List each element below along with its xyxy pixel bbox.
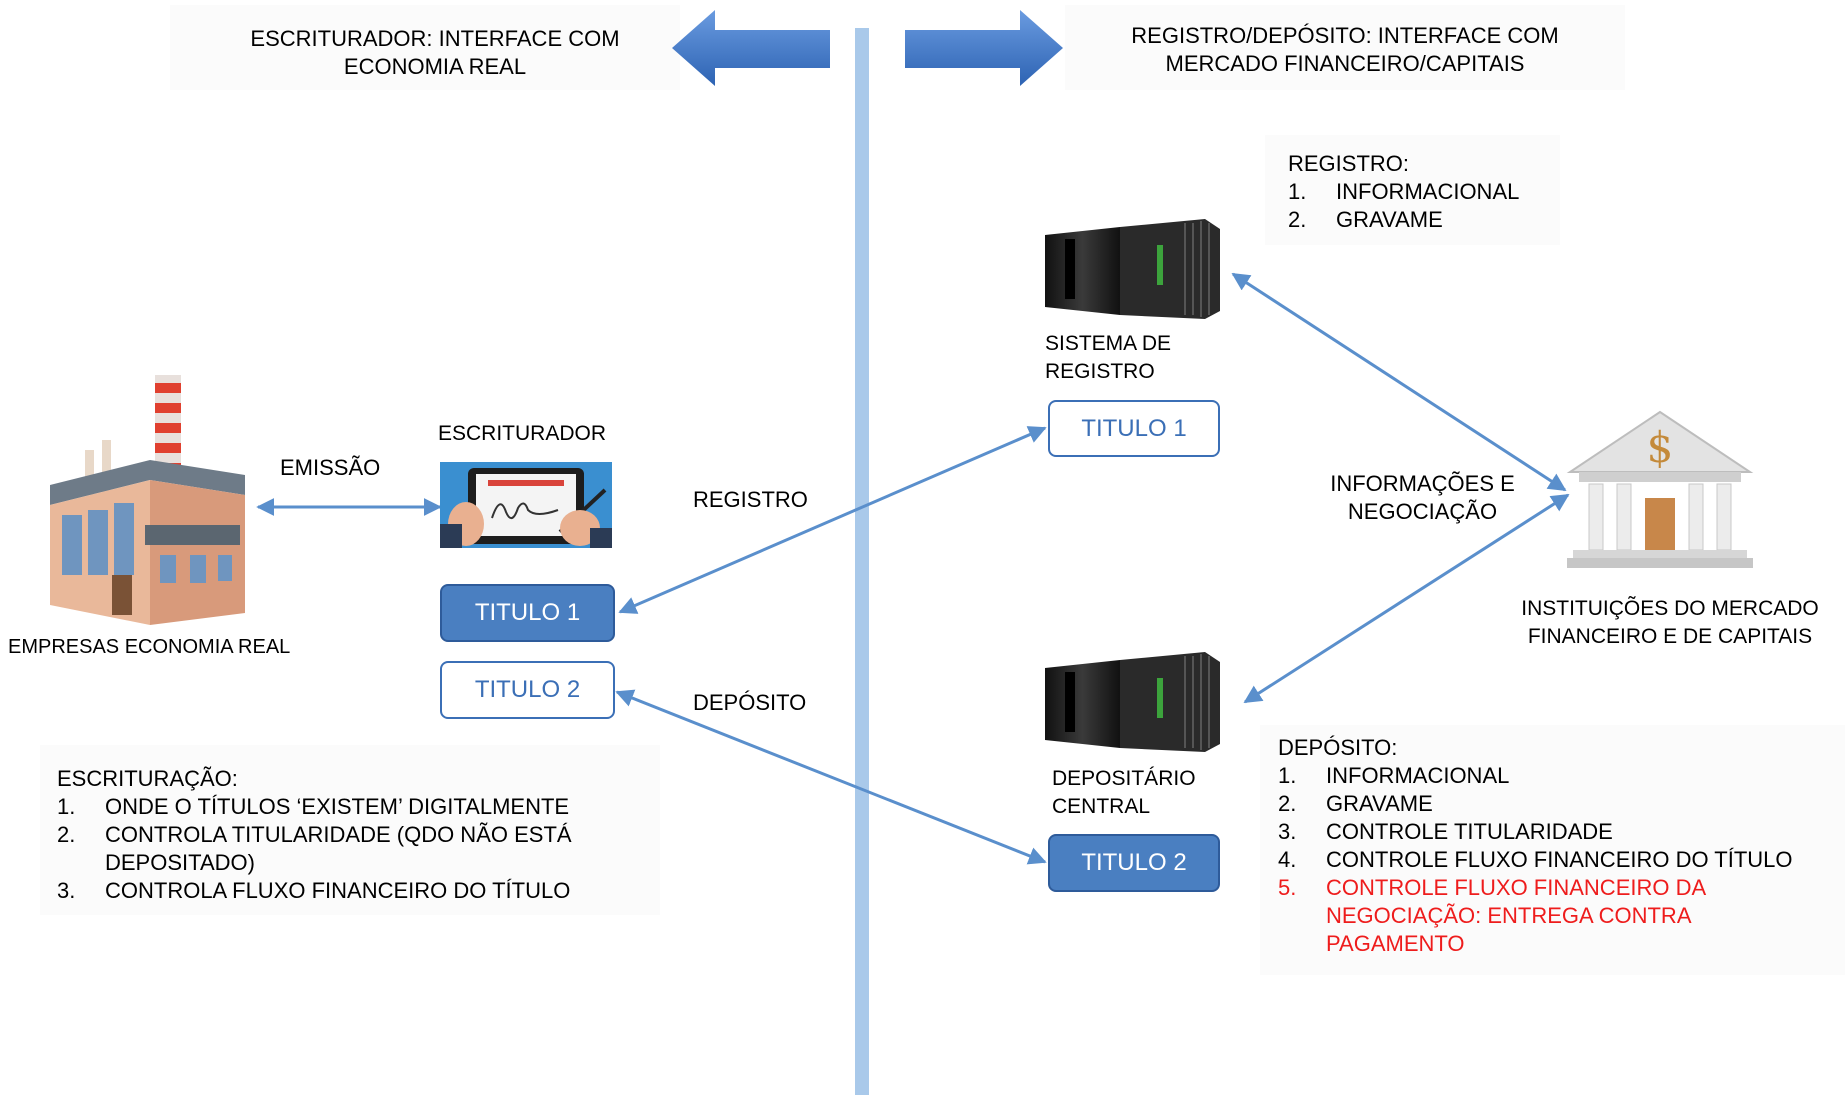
list-item-text: CONTROLE FLUXO FINANCEIRO DO TÍTULO bbox=[1326, 847, 1793, 872]
list-item-text: GRAVAME bbox=[1326, 791, 1433, 816]
list-item-number: 4. bbox=[1278, 847, 1297, 872]
list-item-number: 1. bbox=[1288, 179, 1307, 204]
tablet-signature-icon bbox=[440, 462, 612, 548]
list-item-number: 3. bbox=[57, 878, 76, 903]
info-label-text: INFORMAÇÕES E NEGOCIAÇÃO bbox=[1330, 471, 1515, 524]
svg-text:$: $ bbox=[1647, 423, 1674, 472]
list-item-number: 2. bbox=[1288, 207, 1307, 232]
deposito-bank-arrow bbox=[1243, 493, 1570, 704]
list-item: 2. CONTROLA TITULARIDADE (QDO NÃO ESTÁ DE… bbox=[57, 821, 637, 877]
list-item-text: CONTROLE FLUXO FINANCEIRO DA NEGOCIAÇÃO:… bbox=[1326, 875, 1705, 956]
list-item-text: INFORMACIONAL bbox=[1336, 179, 1520, 204]
list-item-number: 1. bbox=[57, 794, 76, 819]
right-titulo2-text: TITULO 2 bbox=[1081, 849, 1187, 876]
list-item-highlighted: 5. CONTROLE FLUXO FINANCEIRO DA NEGOCIAÇÃ… bbox=[1278, 874, 1838, 958]
registro-label-text: REGISTRO bbox=[693, 487, 808, 512]
factory-icon bbox=[50, 375, 245, 625]
list-item-text: CONTROLE TITULARIDADE bbox=[1326, 819, 1613, 844]
registro-list: 1. INFORMACIONAL 2. GRAVAME bbox=[1288, 178, 1558, 234]
registro-label: REGISTRO bbox=[693, 486, 808, 514]
escrituracao-panel bbox=[40, 745, 660, 915]
depositario-label: DEPOSITÁRIO CENTRAL bbox=[1052, 765, 1196, 821]
deposito-label: DEPÓSITO bbox=[693, 689, 806, 717]
sistema-label-text: SISTEMA DE REGISTRO bbox=[1045, 332, 1172, 383]
header-left-panel bbox=[170, 5, 680, 90]
list-item: 1. INFORMACIONAL bbox=[1288, 178, 1558, 206]
list-item-number: 3. bbox=[1278, 819, 1297, 844]
list-item-text: INFORMACIONAL bbox=[1326, 763, 1510, 788]
list-item: 4. CONTROLE FLUXO FINANCEIRO DO TÍTULO bbox=[1278, 846, 1838, 874]
escrituracao-heading: ESCRITURAÇÃO: bbox=[57, 766, 238, 791]
escrituracao-list: 1.ONDE O TÍTULOS ‘EXISTEM’ DIGITALMENTE … bbox=[57, 793, 637, 905]
list-item-text: CONTROLA FLUXO FINANCEIRO DO TÍTULO bbox=[105, 878, 571, 903]
registro-block: REGISTRO: 1. INFORMACIONAL 2. GRAVAME bbox=[1288, 150, 1558, 234]
left-titulo2-text: TITULO 2 bbox=[474, 676, 581, 703]
deposito-block: DEPÓSITO: 1. INFORMACIONAL 2. GRAVAME 3. CO… bbox=[1278, 734, 1838, 958]
header-right-title-text: REGISTRO/DEPÓSITO: INTERFACE COM MERCADO… bbox=[1131, 23, 1559, 76]
escrituracao-block: ESCRITURAÇÃO: 1. ONDE O TÍTULOS ‘EXISTEM’… bbox=[57, 765, 637, 905]
list-item-text: ONDE O TÍTULOS ‘EXISTEM’ DIGITALMENTE bbox=[105, 794, 570, 819]
left-titulo1-box: TITULO 1 bbox=[440, 584, 615, 642]
deposito-heading: DEPÓSITO: bbox=[1278, 735, 1398, 760]
deposito-list: 1. INFORMACIONAL 2. GRAVAME 3. CONTROLE TIT… bbox=[1278, 762, 1838, 958]
list-item-number: 2. bbox=[57, 822, 76, 847]
registro-arrow bbox=[618, 426, 1047, 614]
list-item-text: CONTROLA TITULARIDADE (QDO NÃO ESTÁ DEPO… bbox=[105, 822, 572, 875]
header-right-title: REGISTRO/DEPÓSITO: INTERFACE COM MERCADO… bbox=[1090, 22, 1600, 78]
list-item: 1. INFORMACIONAL bbox=[1278, 762, 1838, 790]
list-item-text: GRAVAME bbox=[1336, 207, 1443, 232]
header-left-title-text: ESCRITURADOR: INTERFACE COM ECONOMIA REA… bbox=[250, 26, 620, 79]
right-header-arrow-icon bbox=[905, 10, 1063, 86]
escriturador-label: ESCRITURADOR bbox=[438, 420, 606, 448]
deposito-label-text: DEPÓSITO bbox=[693, 690, 807, 715]
registro-bank-arrow bbox=[1231, 272, 1567, 492]
depositario-server-icon bbox=[1045, 652, 1220, 752]
header-left-title: ESCRITURADOR: INTERFACE COM ECONOMIA REA… bbox=[220, 25, 650, 81]
list-item: 3. CONTROLE TITULARIDADE bbox=[1278, 818, 1838, 846]
instituicoes-label: INSTITUIÇÕES DO MERCADO FINANCEIRO E DE … bbox=[1505, 595, 1835, 651]
registro-panel bbox=[1265, 135, 1560, 245]
company-label-text: EMPRESAS ECONOMIA REAL bbox=[8, 636, 291, 658]
list-item: 2. GRAVAME bbox=[1278, 790, 1838, 818]
left-titulo1-text: TITULO 1 bbox=[474, 599, 581, 626]
list-item-number: 5. bbox=[1278, 875, 1297, 900]
deposito-arrow bbox=[615, 689, 1047, 865]
left-header-arrow-icon bbox=[672, 10, 830, 86]
header-right-panel bbox=[1065, 5, 1625, 90]
right-titulo2-box: TITULO 2 bbox=[1048, 834, 1220, 892]
info-label: INFORMAÇÕES E NEGOCIAÇÃO bbox=[1300, 470, 1545, 526]
company-label: EMPRESAS ECONOMIA REAL bbox=[8, 633, 290, 661]
list-item-number: 2. bbox=[1278, 791, 1297, 816]
registro-server-icon bbox=[1045, 219, 1220, 319]
left-titulo2-box: TITULO 2 bbox=[440, 661, 615, 719]
escriturador-label-text: ESCRITURADOR bbox=[438, 422, 607, 445]
list-item-number: 1. bbox=[1278, 763, 1297, 788]
registro-heading: REGISTRO: bbox=[1288, 151, 1410, 176]
sistema-label: SISTEMA DE REGISTRO bbox=[1045, 330, 1175, 386]
list-item: 3. CONTROLA FLUXO FINANCEIRO DO TÍTULO bbox=[57, 877, 637, 905]
list-item: 1. ONDE O TÍTULOS ‘EXISTEM’ DIGITALMENTE bbox=[57, 793, 637, 821]
bank-icon: $ bbox=[1566, 410, 1754, 568]
emissao-label: EMISSÃO bbox=[280, 454, 380, 482]
instituicoes-label-text: INSTITUIÇÕES DO MERCADO FINANCEIRO E DE … bbox=[1521, 597, 1819, 648]
right-titulo1-box: TITULO 1 bbox=[1048, 400, 1220, 457]
deposito-panel bbox=[1260, 725, 1845, 975]
depositario-label-text: DEPOSITÁRIO CENTRAL bbox=[1052, 767, 1196, 818]
right-titulo1-text: TITULO 1 bbox=[1081, 414, 1187, 442]
list-item: 2. GRAVAME bbox=[1288, 206, 1558, 234]
emissao-label-text: EMISSÃO bbox=[280, 455, 381, 480]
